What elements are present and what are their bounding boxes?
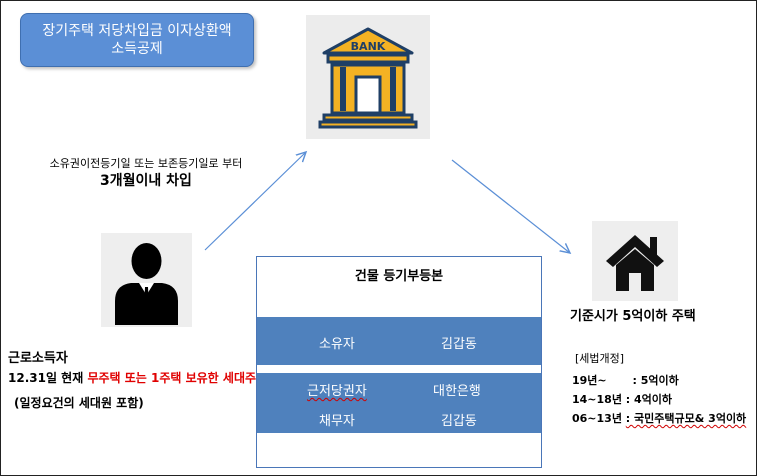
registry-debtor-label: 채무자: [319, 414, 355, 429]
loan-condition-highlight: 3개월이내 차입: [100, 173, 192, 189]
revision-row-1-period: 19년~: [572, 374, 607, 387]
arrow-bank-to-house: [451, 159, 570, 253]
arrow-worker-to-bank: [204, 152, 306, 251]
house-condition-heading: 기준시가 5억이하 주택: [570, 309, 696, 324]
worker-note: (일정요건의 세대원 포함): [14, 396, 144, 410]
revision-row-2-period: 14~18년: [572, 393, 622, 406]
worker-status-highlight: 무주택 또는 1주택 보유한 세대주: [87, 371, 257, 385]
registry-owner-band: 소유자 김갑동: [257, 317, 541, 365]
registry-mortgage-band: 근저당권자 대한은행 채무자 김갑동: [257, 373, 541, 433]
loan-condition-note: 소유권이전등기일 또는 보존등기일로 부터: [38, 155, 254, 171]
worker-heading: 근로소득자: [8, 351, 68, 366]
revision-row-1: 19년~ : 5억이하: [572, 372, 679, 388]
registry-mortgagee-label: 근저당권자: [307, 384, 367, 399]
registry-owner-value: 김갑동: [441, 337, 477, 352]
house-icon: [592, 221, 678, 301]
loan-condition-note-text: 소유권이전등기일 또는 보존등기일로 부터: [49, 157, 243, 170]
revision-row-3: 06~13년 : 국민주택규모& 3억이하: [572, 410, 746, 426]
worker-status: 12.31일 현재 무주택 또는 1주택 보유한 세대주: [8, 369, 256, 386]
registry-title: 건물 등기부등본: [354, 269, 444, 284]
title-box: 장기주택 저당차입금 이자상환액 소득공제: [20, 13, 254, 67]
bank-label: BANK: [351, 40, 386, 53]
revision-row-2-limit: : 4억이하: [625, 393, 673, 406]
revision-row-3-limit: : 국민주택규모& 3억이하: [625, 412, 747, 425]
registry-mortgagee-value: 대한은행: [433, 384, 481, 399]
revision-row-1-limit: : 5억이하: [632, 374, 679, 387]
revision-row-3-period: 06~13년: [572, 412, 622, 425]
worker-status-prefix: 12.31일 현재: [8, 371, 88, 385]
building-registry: 건물 등기부등본 소유자 김갑동 근저당권자 대한은행 채무자 김갑동: [256, 256, 542, 468]
registry-debtor-value: 김갑동: [441, 414, 477, 429]
revision-row-2: 14~18년 : 4억이하: [572, 391, 672, 407]
title-line-2: 소득공제: [111, 41, 163, 57]
bank-icon: BANK: [306, 15, 430, 139]
tax-revision-label: [세법개정]: [575, 352, 625, 365]
person-icon: [101, 233, 192, 327]
registry-owner-label: 소유자: [319, 337, 355, 352]
title-line-1: 장기주택 저당차입금 이자상환액: [42, 23, 232, 39]
